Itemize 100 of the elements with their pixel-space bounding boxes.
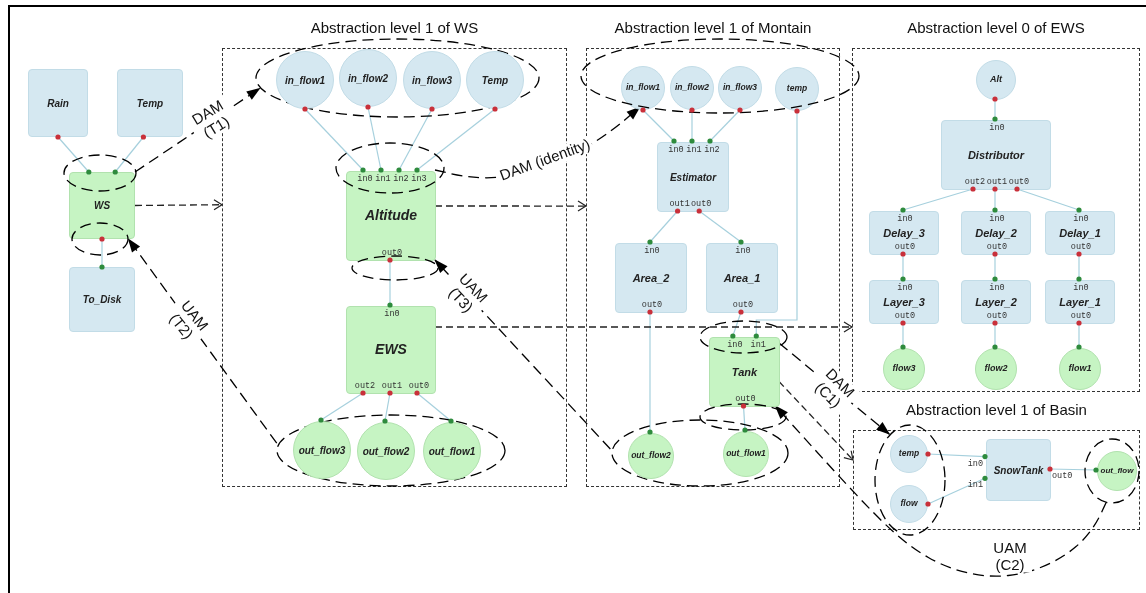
port-label: in0 — [967, 458, 983, 469]
port-label: in0 — [897, 283, 913, 293]
link-line — [698, 210, 742, 243]
block-box — [869, 211, 939, 255]
dashed-arrow — [134, 199, 223, 211]
port-label: in2 — [393, 174, 409, 184]
circle-node: out_flow2 — [357, 422, 415, 480]
port-label: out0 — [894, 242, 916, 252]
block-box — [961, 211, 1031, 255]
circle-node: Alt — [976, 60, 1016, 100]
port-label: in1 — [375, 174, 391, 184]
port-label: in0 — [1073, 283, 1089, 293]
block-box: Temp — [117, 69, 183, 137]
circle-node: in_flow1 — [276, 51, 334, 109]
circle-node: out_flow1 — [423, 422, 481, 480]
block-label: Delay_2 — [975, 226, 1017, 240]
link-line — [416, 392, 452, 422]
port-label: out2 — [964, 177, 986, 187]
block-box — [706, 243, 778, 313]
port-label: in2 — [704, 145, 720, 155]
group-ellipse — [255, 38, 540, 118]
circle-node: out_flow — [1097, 451, 1137, 491]
port-label: out0 — [986, 242, 1008, 252]
circle-node: Temp — [466, 51, 524, 109]
block-box: Rain — [28, 69, 88, 137]
link-line — [1016, 188, 1080, 211]
dashed-arrow — [434, 200, 587, 212]
port-label: out0 — [735, 394, 756, 404]
block-box — [1045, 211, 1115, 255]
port-label: in0 — [989, 283, 1005, 293]
port-label: in0 — [644, 246, 660, 256]
port-label: in0 — [897, 214, 913, 224]
block-label: Area_2 — [632, 271, 670, 285]
port-label: out1 — [986, 177, 1008, 187]
port-label: in0 — [1073, 214, 1089, 224]
block-box: WS — [69, 172, 135, 239]
circle-node: flow — [890, 485, 928, 523]
link-line — [398, 108, 433, 171]
port-label: out0 — [1070, 242, 1092, 252]
block-label: Distributor — [967, 148, 1025, 162]
dashed-arrow — [434, 259, 611, 450]
block-label: Layer_2 — [975, 295, 1017, 309]
circle-node: in_flow2 — [339, 49, 397, 107]
circle-node: out_flow3 — [293, 421, 351, 479]
port-label: in1 — [750, 340, 766, 350]
link-line — [649, 210, 679, 243]
port-label: out0 — [1008, 177, 1030, 187]
link-line — [320, 392, 364, 421]
port-label: out1 — [669, 199, 690, 209]
block-label: Area_1 — [723, 271, 761, 285]
block-box — [709, 337, 780, 407]
block-label: Estimator — [669, 171, 717, 183]
block-box — [346, 171, 436, 261]
block-box — [1045, 280, 1115, 324]
block-box — [615, 243, 687, 313]
frame-title: Abstraction level 1 of WS — [310, 19, 479, 37]
block-box — [869, 280, 939, 324]
port-label: out1 — [381, 381, 403, 391]
port-label: in0 — [735, 246, 751, 256]
group-ellipse — [580, 38, 860, 114]
group-ellipse — [276, 414, 506, 487]
block-label: Altitude — [364, 208, 418, 224]
circle-node: out_flow2 — [628, 433, 674, 479]
group-ellipse — [874, 424, 946, 536]
frame-title: Abstraction level 0 of EWS — [907, 19, 1085, 37]
port-label: out0 — [1070, 311, 1092, 321]
link-line — [709, 109, 741, 142]
circle-node: out_flow1 — [723, 431, 769, 477]
link-line — [927, 477, 986, 505]
port-label: out0 — [732, 300, 754, 310]
circle-node: flow1 — [1059, 348, 1101, 390]
dashed-arrow — [778, 380, 854, 461]
port-label: out0 — [691, 199, 712, 209]
circle-node: flow2 — [975, 348, 1017, 390]
port-label: out0 — [641, 300, 663, 310]
block-box — [961, 280, 1031, 324]
link-line — [642, 109, 675, 142]
port-label: out0 — [408, 381, 430, 391]
block-box: SnowTank — [986, 439, 1051, 501]
port-label: in1 — [967, 480, 983, 491]
port-label: out0 — [381, 248, 403, 258]
link-line — [304, 108, 364, 171]
frame-title: Abstraction level 1 of Montain — [614, 19, 812, 37]
block-label: Delay_1 — [1059, 226, 1101, 240]
port-label: in0 — [384, 309, 400, 319]
port-label: in1 — [686, 145, 702, 155]
circle-node: in_flow3 — [403, 51, 461, 109]
block-label: Layer_3 — [883, 295, 925, 309]
dashed-arrow — [434, 321, 853, 333]
port-label: in0 — [357, 174, 373, 184]
frame-title: Abstraction level 1 of Basin — [906, 401, 1087, 419]
block-box — [657, 142, 729, 212]
circle-node: flow3 — [883, 348, 925, 390]
port-label: out0 — [1052, 471, 1073, 481]
dashed-arrow — [127, 238, 278, 444]
port-label: in0 — [989, 214, 1005, 224]
block-label: Layer_1 — [1059, 295, 1101, 309]
group-ellipse — [1084, 438, 1140, 504]
port-label: in0 — [727, 340, 743, 350]
port-label: in0 — [668, 145, 684, 155]
